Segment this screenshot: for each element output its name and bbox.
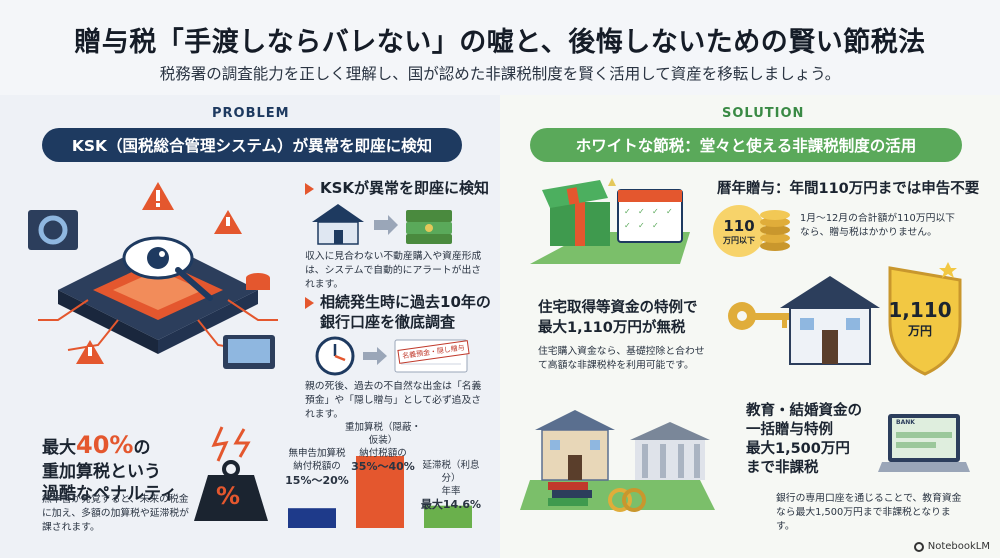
svg-text:✓: ✓ xyxy=(624,207,631,216)
solution-item3-desc: 銀行の専用口座を通じることで、教育資金なら最大1,500万円まで非課税となります… xyxy=(776,493,962,533)
warning-icon xyxy=(142,182,174,210)
page-title: 贈与税「手渡しならバレない」の嘘と、後悔しないための賢い節税法 xyxy=(74,27,926,58)
weight-icon xyxy=(194,426,268,521)
penalty-heading: 最大40%の重加算税という過酷なペナルティ xyxy=(42,431,177,505)
solution-item3-heading: 教育・結婚資金の一括贈与特例最大1,500万円まで非課税 xyxy=(746,403,862,476)
laptop-bank-label: BANK xyxy=(896,419,915,426)
penalty-bar-chart xyxy=(288,456,472,528)
weight-percent-symbol: % xyxy=(216,482,241,510)
calendar-icon: ✓ ✓ ✓ ✓ ✓ ✓ ✓ xyxy=(617,189,683,243)
bar-mushinkoku xyxy=(288,508,336,528)
house-key-illustration xyxy=(728,262,962,376)
penalty-desc: 無申告が発覚すると、未来の税金に加え、多額の加算税や延滞税が課されます。 xyxy=(42,494,189,534)
shield-icon xyxy=(888,266,962,376)
notebooklm-watermark: NotebookLM xyxy=(913,541,990,552)
clock-icon xyxy=(315,336,355,376)
coin-icon xyxy=(760,210,790,251)
problem-label: PROBLEM xyxy=(212,106,290,121)
notebooklm-logo-icon xyxy=(913,541,924,552)
svg-text:✓: ✓ xyxy=(666,207,673,216)
bar-entaizei xyxy=(424,505,472,528)
bar-jukasanzei xyxy=(356,456,404,528)
house-icon xyxy=(780,276,880,365)
bank-icon xyxy=(630,422,710,480)
svg-text:✓: ✓ xyxy=(638,207,645,216)
house-icon xyxy=(312,204,364,245)
money-icon xyxy=(406,210,452,244)
ring-icon xyxy=(608,488,646,512)
svg-text:✓: ✓ xyxy=(652,207,659,216)
solution-label: SOLUTION xyxy=(722,106,805,121)
solution-item1-heading: 暦年贈与：年間110万円までは申告不要 xyxy=(717,181,980,197)
svg-text:✓: ✓ xyxy=(624,221,631,230)
gift-icon xyxy=(542,180,610,246)
ksk-system-illustration xyxy=(28,182,278,369)
badge-110: 110 万円以下 xyxy=(713,205,765,257)
solution-item2-desc: 住宅購入資金なら、基礎控除と合わせて高額な非課税枠を利用可能です。 xyxy=(538,346,705,372)
school-bank-illustration xyxy=(520,410,715,512)
svg-text:✓: ✓ xyxy=(652,221,659,230)
arrow-bullet-icon xyxy=(305,296,314,309)
laptop-icon xyxy=(878,414,970,472)
eye-icon xyxy=(122,236,194,280)
house-to-money-icon xyxy=(312,204,452,245)
svg-text:✓: ✓ xyxy=(638,221,645,230)
solution-banner: ホワイトな節税：堂々と使える非課税制度の活用 xyxy=(530,128,962,162)
shield-label: 1,110 万円 xyxy=(888,298,952,338)
bar-label-2: 延滞税（利息分）年率最大14.6% xyxy=(420,460,482,512)
school-icon xyxy=(535,410,615,481)
problem-banner: KSK（国税総合管理システム）が異常を即座に検知 xyxy=(42,128,462,162)
problem-item2-heading: 相続発生時に過去10年の銀行口座を徹底調査 xyxy=(305,292,491,333)
problem-item1-heading: KSKが異常を即座に検知 xyxy=(305,177,489,198)
gift-calendar-illustration: ✓ ✓ ✓ ✓ ✓ ✓ ✓ xyxy=(530,178,690,264)
solution-item2-heading: 住宅取得等資金の特例で最大1,110万円が無税 xyxy=(538,300,698,337)
problem-item1-desc: 収入に見合わない不動産購入や資産形成は、システムで自動的にアラートが出されます。 xyxy=(305,251,482,291)
page-subtitle: 税務署の調査能力を正しく理解し、国が認めた非課税制度を賢く活用して資産を移転しま… xyxy=(159,65,841,83)
arrow-bullet-icon xyxy=(305,182,314,195)
problem-item2-desc: 親の死後、過去の不自然な出金は「名義預金」や「隠し贈与」として必ず追及されます。 xyxy=(305,381,482,421)
solution-item1-desc: 1月〜12月の合計額が110万円以下なら、贈与税はかかりません。 xyxy=(800,213,955,239)
